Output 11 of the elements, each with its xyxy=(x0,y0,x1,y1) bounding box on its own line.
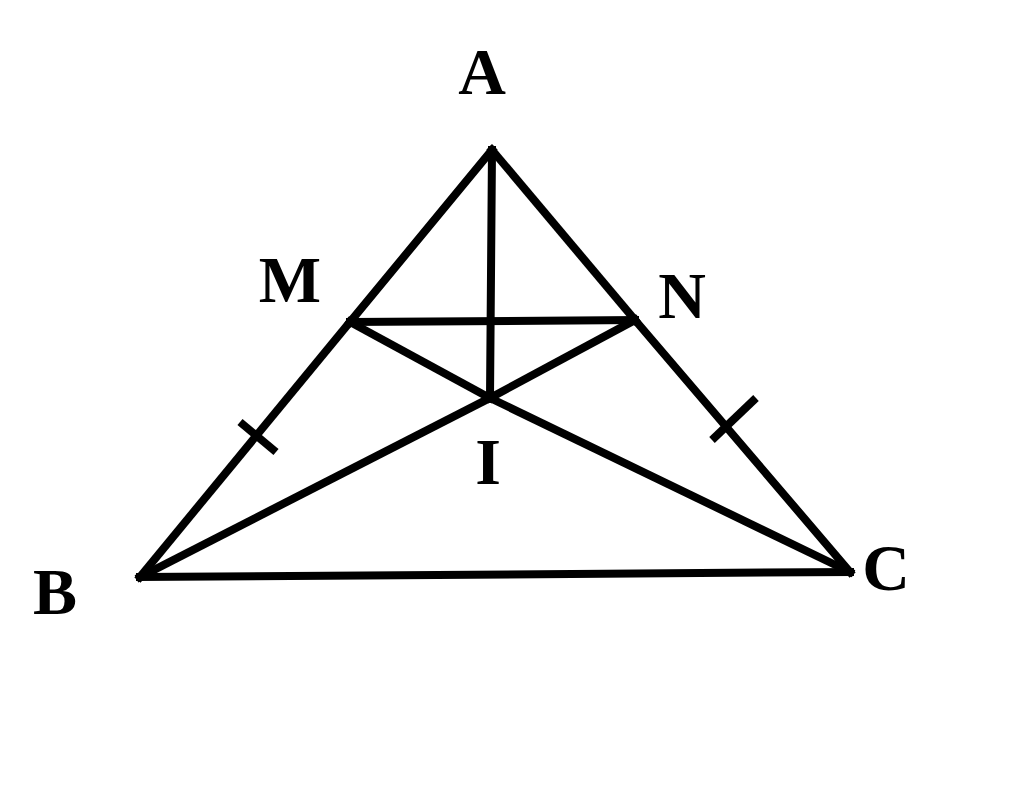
point-label: A xyxy=(458,39,506,105)
line-segment xyxy=(631,316,854,576)
line-segment xyxy=(136,568,854,581)
point-label: N xyxy=(658,263,706,329)
point-label: B xyxy=(33,559,77,625)
line-segment xyxy=(136,318,354,581)
point-label: M xyxy=(258,247,322,313)
line-segment xyxy=(486,316,639,402)
point-label: I xyxy=(475,429,501,495)
point-label: C xyxy=(862,535,910,601)
line-segment xyxy=(346,316,639,326)
